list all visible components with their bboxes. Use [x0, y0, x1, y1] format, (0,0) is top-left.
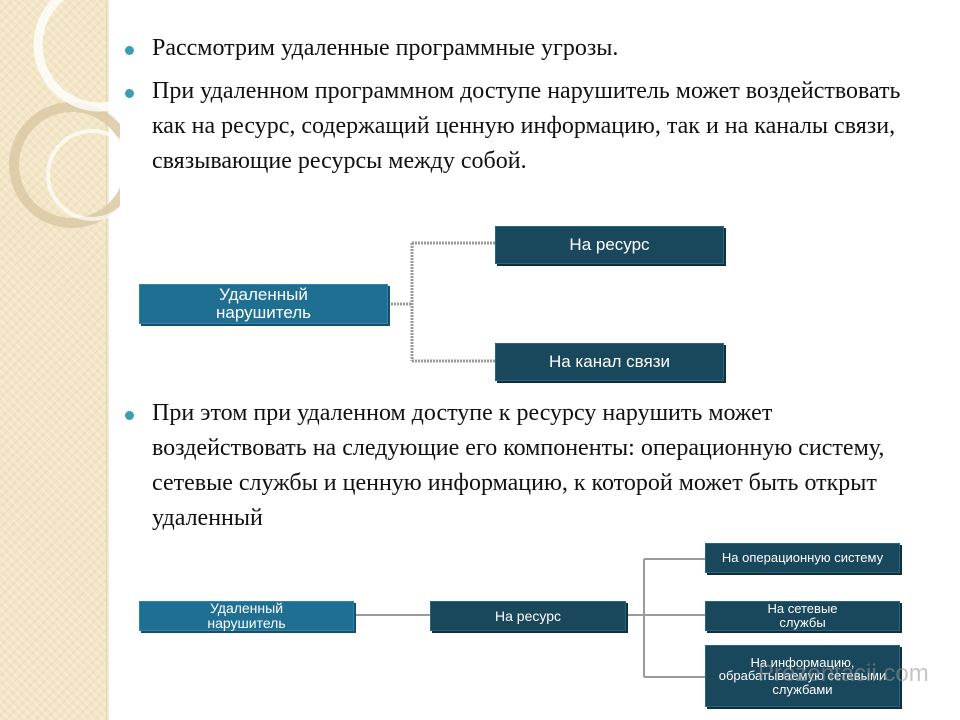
- side-band-edge: [106, 0, 110, 720]
- bullet-3: При этом при удаленном доступе к ресурсу…: [125, 396, 908, 536]
- diagram1-resource-label: На ресурс: [569, 235, 650, 255]
- ring-top: [33, 0, 120, 112]
- bullet-2: При удаленном программном доступе наруши…: [125, 74, 908, 179]
- diagram1-source-box: Удаленный нарушитель: [139, 284, 388, 324]
- diagram2-services-box: На сетевые службы: [705, 601, 900, 631]
- bullet-dot-icon: [125, 89, 134, 98]
- decorative-side-band: [0, 0, 106, 720]
- diagram2-resource-box: На ресурс: [430, 601, 626, 631]
- watermark: Prezentacii.com: [758, 660, 929, 687]
- diagram2-source-label: Удаленный нарушитель: [207, 600, 286, 631]
- bullet-text: При удаленном программном доступе наруши…: [152, 78, 901, 174]
- diagram2-resource-label: На ресурс: [495, 607, 561, 624]
- bullet-1: Рассмотрим удаленные программные угрозы.: [125, 31, 908, 66]
- decorative-rings: [9, 0, 120, 228]
- bullet-text: При этом при удаленном доступе к ресурсу…: [152, 400, 885, 531]
- diagram2-os-label: На операционную систему: [721, 550, 884, 566]
- diagram2-os-box: На операционную систему: [705, 543, 900, 573]
- diagram1-channel-box: На канал связи: [495, 343, 724, 381]
- bullet-text: Рассмотрим удаленные программные угрозы.: [152, 35, 619, 61]
- diagram2-services-label: На сетевые службы: [767, 601, 838, 630]
- ring-inner: [46, 129, 120, 221]
- diagram2-source-box: Удаленный нарушитель: [139, 601, 354, 631]
- diagram1-channel-label: На канал связи: [548, 352, 671, 372]
- diagram1-source-label: Удаленный нарушитель: [215, 285, 311, 322]
- bullet-dot-icon: [125, 411, 134, 420]
- ring-large: [9, 102, 120, 228]
- bullet-dot-icon: [125, 46, 134, 55]
- diagram1-resource-box: На ресурс: [495, 226, 724, 264]
- diagram2-info-box: На информацию, обрабатываемую сетевыми с…: [705, 645, 900, 707]
- diagram2-info-label: На информацию, обрабатываемую сетевыми с…: [718, 654, 887, 697]
